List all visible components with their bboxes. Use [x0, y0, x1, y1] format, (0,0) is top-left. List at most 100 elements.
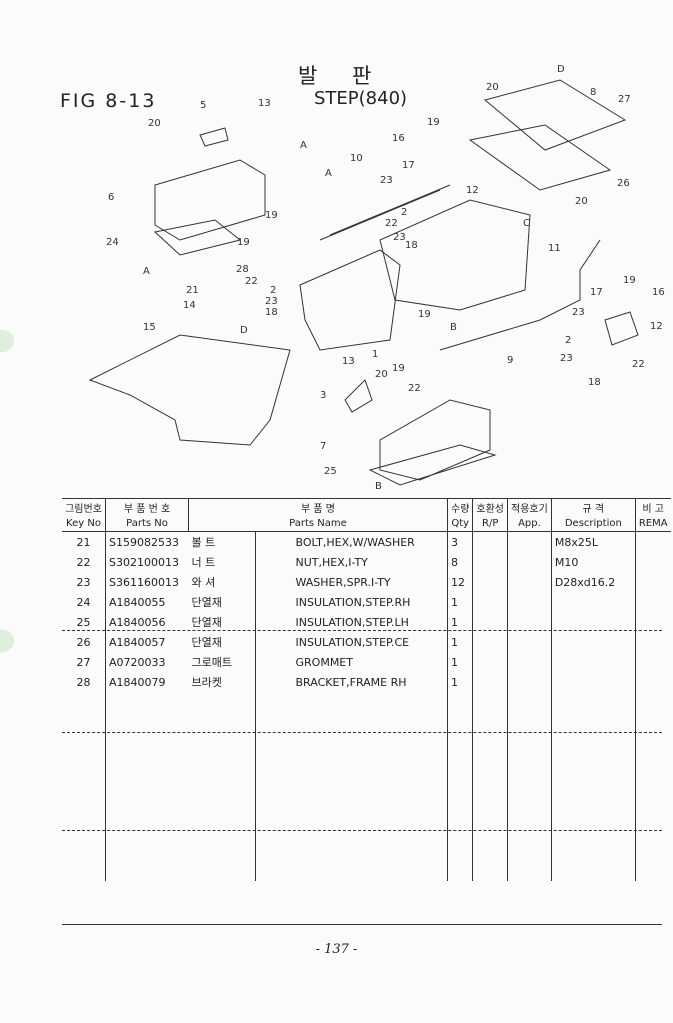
callout: 16 [652, 287, 665, 298]
remarks-cell [634, 652, 671, 672]
figure-number: FIG 8-13 [60, 90, 157, 112]
callout: 18 [265, 307, 278, 318]
header-name: Parts Name [188, 515, 448, 532]
callout: 23 [380, 175, 393, 186]
remarks-cell [634, 592, 671, 612]
callout: 20 [575, 196, 588, 207]
app-cell [507, 531, 552, 552]
empty-cell [105, 773, 189, 800]
rp-cell [472, 612, 508, 632]
app-cell [507, 672, 552, 692]
callout: 10 [350, 153, 363, 164]
name-cell: WASHER,SPR.I-TY [254, 572, 448, 592]
rp-cell [472, 652, 508, 672]
qty-cell: 3 [446, 531, 473, 552]
empty-cell [254, 692, 448, 719]
empty-cell [189, 692, 256, 719]
empty-cell [550, 692, 636, 719]
empty-cell [254, 854, 448, 881]
mount-12 [604, 311, 639, 346]
header-key: Key No [62, 515, 106, 532]
empty-cell [105, 692, 189, 719]
header-name-kr: 부 품 명 [188, 498, 448, 515]
callout: D [240, 325, 248, 336]
qty-cell: 8 [446, 552, 473, 572]
empty-cell [62, 746, 106, 773]
callout: 12 [466, 185, 479, 196]
figure-title-korean: 발 판 [298, 64, 386, 88]
empty-cell [62, 773, 106, 800]
callout: B [450, 322, 457, 333]
part-number-cell: S159082533 [105, 531, 189, 552]
remarks-cell [634, 612, 671, 632]
empty-cell [550, 746, 636, 773]
header-desc-kr: 규 격 [550, 498, 636, 515]
empty-cell [254, 746, 448, 773]
empty-cell [446, 773, 473, 800]
callout: A [143, 266, 150, 277]
name-cell: GROMMET [254, 652, 448, 672]
callout: 28 [236, 264, 249, 275]
description-cell: M8x25L [550, 531, 636, 552]
qty-cell: 1 [446, 652, 473, 672]
app-cell [507, 572, 552, 592]
callout: 19 [623, 275, 636, 286]
header-rp: R/P [472, 515, 508, 532]
callout: D [557, 64, 565, 75]
remarks-cell [634, 552, 671, 572]
empty-cell [472, 692, 508, 719]
callout: 21 [186, 285, 199, 296]
transmission [299, 249, 401, 351]
callout: 13 [342, 356, 355, 367]
empty-cell [105, 854, 189, 881]
callout: 15 [143, 322, 156, 333]
rp-cell [472, 552, 508, 572]
parts-table: 그림번호 부 품 번 호 부 품 명 수량 호환성 적용호기 규 격 비 고 K… [62, 498, 671, 881]
callout: 1 [372, 349, 379, 360]
empty-cell [105, 800, 189, 827]
page-number: - 137 - [315, 942, 358, 957]
description-cell [550, 672, 636, 692]
empty-cell [472, 827, 508, 854]
callout: B [375, 481, 382, 492]
callout: 13 [258, 98, 271, 109]
callout: 22 [245, 276, 258, 287]
empty-cell [634, 746, 671, 773]
empty-cell [472, 773, 508, 800]
part-number-cell: A0720033 [105, 652, 189, 672]
part-number-cell: A1840055 [105, 592, 189, 612]
empty-cell [634, 854, 671, 881]
divider [62, 830, 662, 831]
header-app-kr: 적용호기 [507, 498, 552, 515]
callout: 22 [385, 218, 398, 229]
callout: 22 [408, 383, 421, 394]
name-cell: INSULATION,STEP.RH [254, 592, 448, 612]
empty-cell [62, 800, 106, 827]
callout: 14 [183, 300, 196, 311]
description-cell [550, 592, 636, 612]
table-bottom-line [62, 924, 662, 925]
description-cell [550, 632, 636, 652]
key-cell: 24 [76, 595, 91, 609]
insulation-lh [368, 444, 497, 486]
empty-cell [550, 854, 636, 881]
callout: 11 [548, 243, 561, 254]
empty-cell [634, 827, 671, 854]
callout: 6 [108, 192, 115, 203]
empty-row [62, 827, 671, 854]
empty-cell [507, 692, 552, 719]
part-number-cell: A1840056 [105, 612, 189, 632]
callout: 23 [560, 353, 573, 364]
callout: 22 [632, 359, 645, 370]
name-korean-cell: 그로매트 [191, 656, 232, 669]
figure-title: STEP(840) [314, 88, 408, 109]
key-cell: 22 [76, 555, 91, 569]
insulation-rh [153, 219, 242, 256]
name-korean-cell: 브라켓 [191, 676, 222, 689]
exploded-parts-diagram [88, 79, 639, 486]
callout: 17 [590, 287, 603, 298]
